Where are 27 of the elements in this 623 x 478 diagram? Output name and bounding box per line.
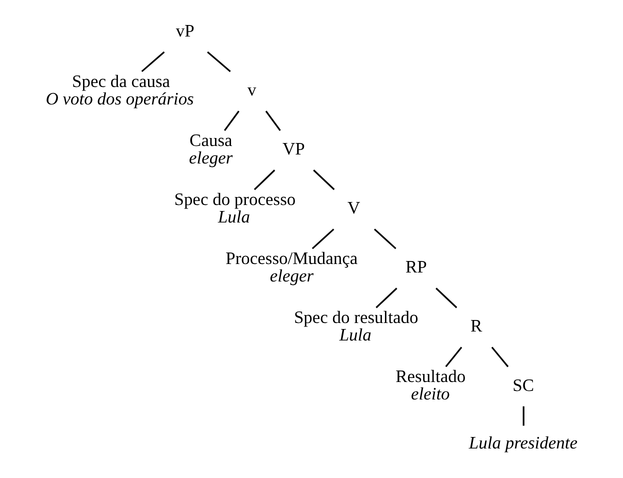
connector <box>375 288 397 308</box>
node-text: V <box>347 198 360 218</box>
connector <box>373 228 396 250</box>
node-text: Lula presidente <box>468 432 578 453</box>
node-text: v <box>246 80 256 100</box>
connector <box>206 51 230 72</box>
node-text: vP <box>175 20 194 40</box>
node-text: Spec do resultado Lula <box>293 306 418 344</box>
connector <box>522 406 524 426</box>
connector <box>253 170 275 190</box>
node-text: R <box>470 316 482 336</box>
node-text: Spec do processo Lula <box>174 188 296 226</box>
connector <box>140 51 164 72</box>
node-text: Processo/Mudança eleger <box>225 248 358 286</box>
connector <box>435 288 457 308</box>
node-text: Spec da causa O voto dos operários <box>45 70 194 108</box>
node-text: SC <box>512 374 534 395</box>
connector <box>444 346 462 368</box>
node-text: Resultado eleito <box>395 366 466 404</box>
connector <box>264 110 280 131</box>
node-text: RP <box>404 256 426 277</box>
connector <box>312 170 334 190</box>
connector <box>311 228 334 250</box>
connector <box>223 110 239 131</box>
node-text: Causa eleger <box>188 130 232 168</box>
connector <box>490 346 508 368</box>
node-text: VP <box>282 138 304 159</box>
